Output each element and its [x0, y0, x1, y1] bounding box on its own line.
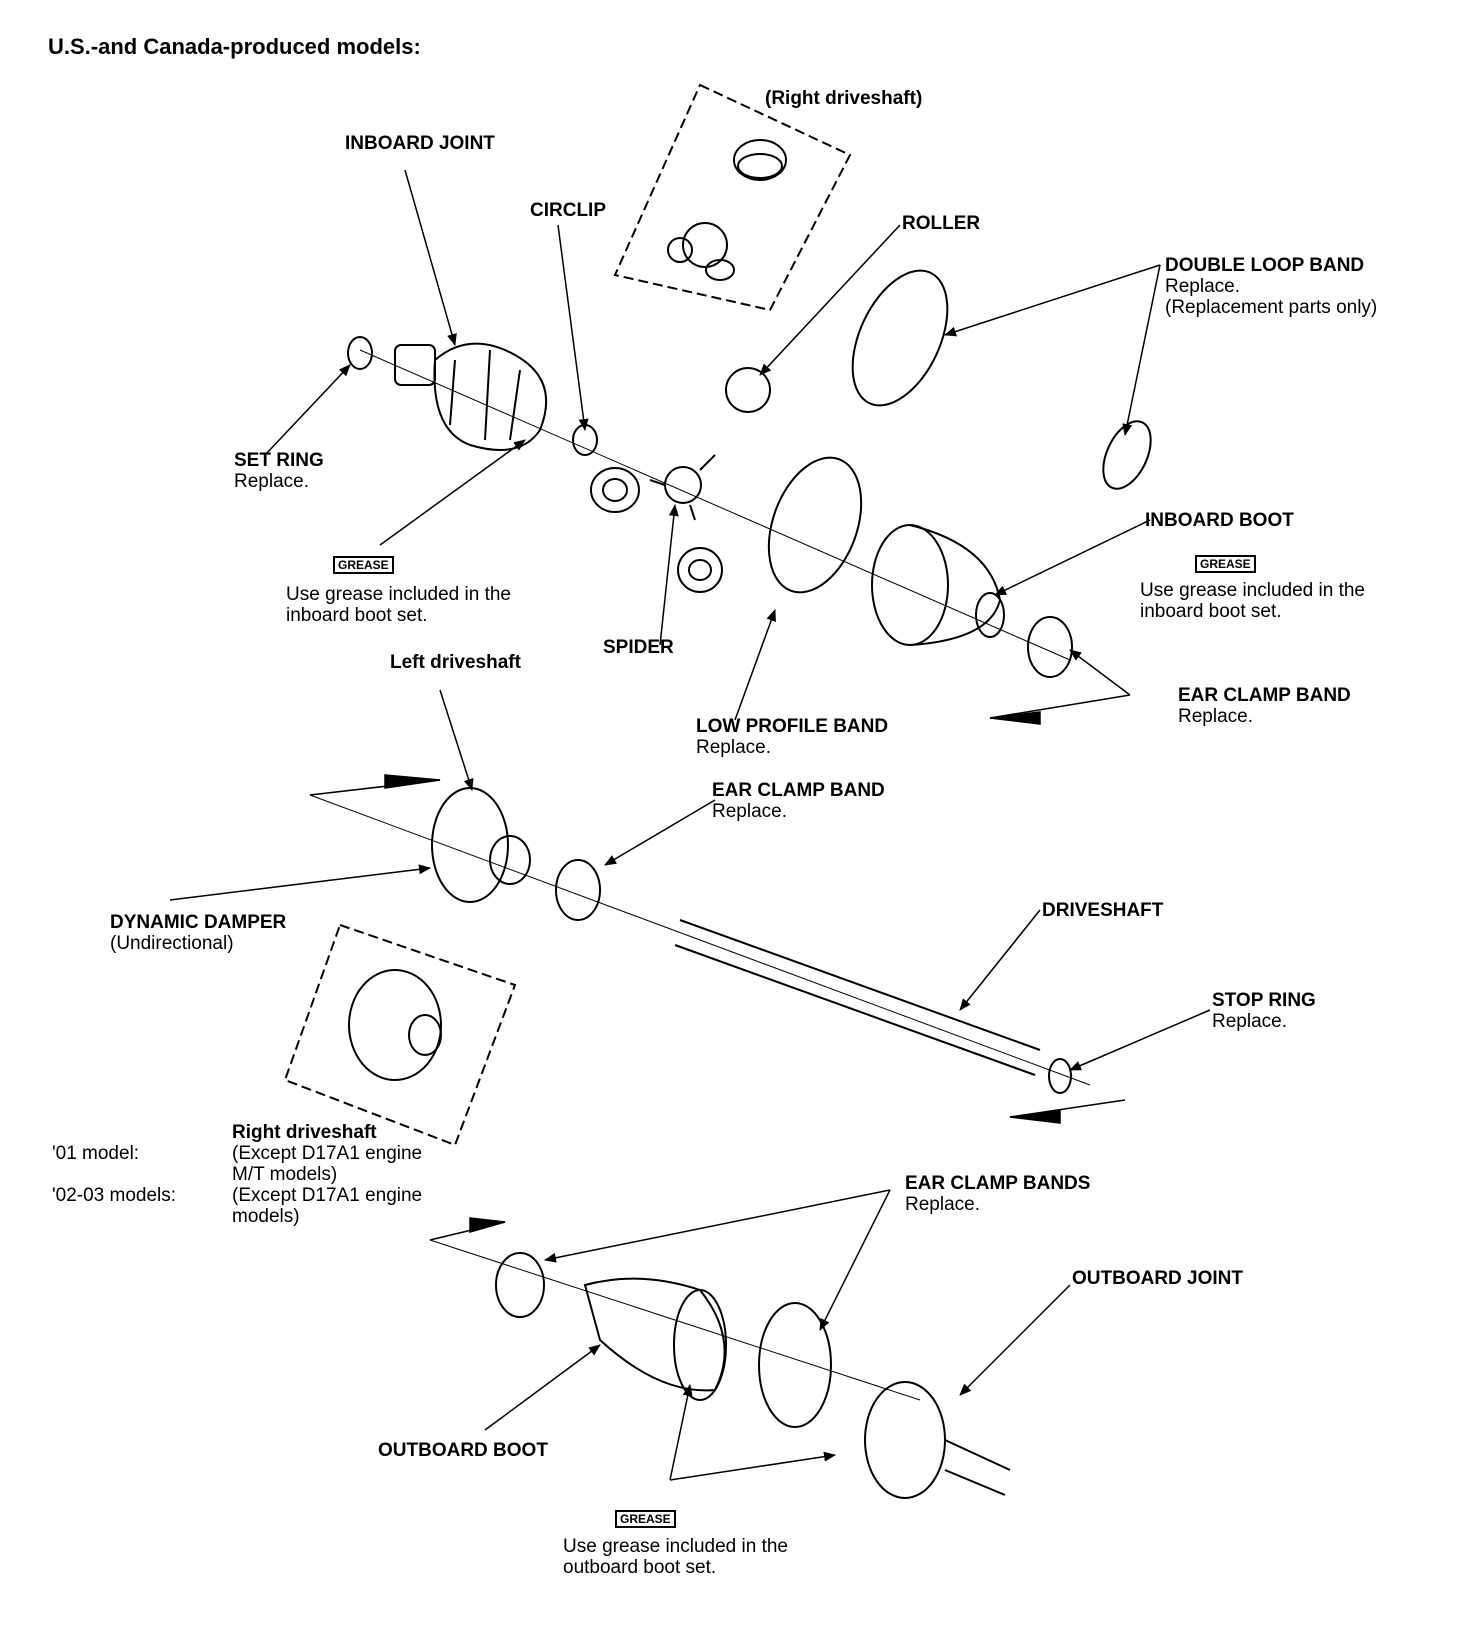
page-title: U.S.-and Canada-produced models: [48, 34, 421, 59]
label-double-loop-band: DOUBLE LOOP BAND Replace. (Replacement p… [1165, 255, 1378, 318]
label-set-ring: SET RING Replace. [234, 450, 324, 492]
label-ear-clamp-band-2: EAR CLAMP BAND Replace. [712, 780, 885, 822]
double-loop-band-part [851, 269, 949, 407]
outboard-boot-part [583, 1277, 727, 1401]
axis-line-middle [309, 794, 1091, 1086]
label-ear-clamp-bands: EAR CLAMP BANDS Replace. [905, 1173, 1091, 1215]
outboard-joint-part [864, 1381, 1011, 1499]
ear-clamp-part-lower-left [495, 1252, 545, 1318]
grease-icon-1: GREASE [333, 556, 394, 574]
grease-icon-3: GREASE [615, 1510, 676, 1528]
label-dynamic-damper: DYNAMIC DAMPER (Undirectional) [110, 912, 287, 954]
spider-part [649, 454, 716, 521]
right-driveshaft-note: Right driveshaft '01 model: (Except D17A… [52, 1122, 422, 1227]
label-spider: SPIDER [603, 637, 674, 658]
dynamic-damper-part [431, 787, 531, 903]
roller-part [725, 367, 771, 413]
inboard-boot-part [871, 524, 1005, 646]
label-outboard-joint: OUTBOARD JOINT [1072, 1268, 1243, 1289]
grease-icon-2: GREASE [1195, 555, 1256, 573]
label-roller: ROLLER [902, 213, 981, 234]
label-left-driveshaft: Left driveshaft [390, 652, 521, 673]
label-ear-clamp-band-1: EAR CLAMP BAND Replace. [1178, 685, 1351, 727]
axis-line-upper [359, 349, 1071, 661]
label-circlip: CIRCLIP [530, 200, 606, 221]
label-inboard-boot: INBOARD BOOT [1145, 510, 1294, 531]
driveshaft-part [674, 919, 1041, 1076]
label-stop-ring: STOP RING Replace. [1212, 990, 1316, 1032]
right-driveshaft-damper-inset-box [283, 923, 517, 1147]
ear-clamp-part-lower-right [758, 1302, 832, 1428]
inboard-joint-part [394, 342, 548, 451]
right-driveshaft-inset-box [613, 83, 852, 312]
low-profile-band-part [767, 456, 863, 594]
label-inboard-joint: INBOARD JOINT [345, 133, 495, 154]
axis-line-lower [429, 1239, 921, 1401]
label-low-profile-band: LOW PROFILE BAND Replace. [696, 716, 889, 758]
label-driveshaft: DRIVESHAFT [1042, 900, 1164, 921]
right-driveshaft-note-title: Right driveshaft [232, 1122, 377, 1143]
set-ring-part [347, 336, 373, 370]
label-outboard-boot: OUTBOARD BOOT [378, 1440, 548, 1461]
ear-clamp-part-inboard [1027, 616, 1073, 678]
label-right-driveshaft-inset: (Right driveshaft) [765, 88, 923, 109]
ear-clamp-part-middle [555, 859, 601, 921]
